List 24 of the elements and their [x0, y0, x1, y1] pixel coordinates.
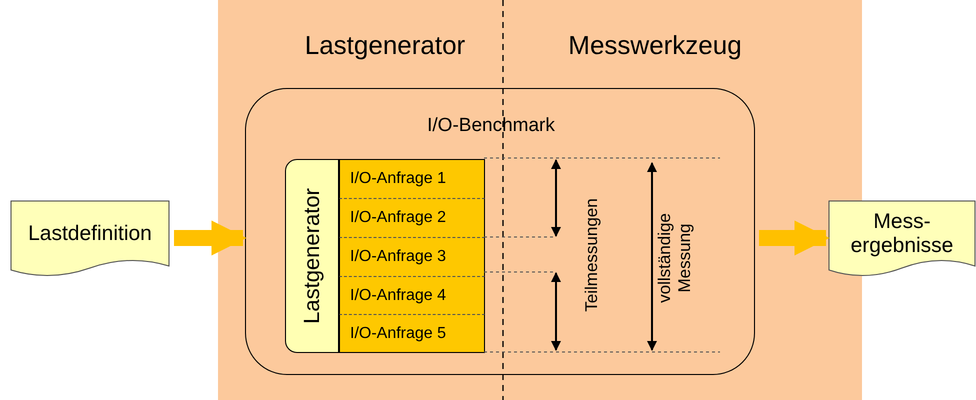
measurement-label: vollständige Messung [655, 212, 695, 305]
arrow [174, 220, 247, 256]
request-box [339, 314, 485, 353]
generator-box [285, 159, 339, 353]
band-heading: Lastgenerator [304, 30, 466, 61]
document-label: Lastdefinition [28, 222, 152, 246]
request-label: I/O-Anfrage 3 [350, 248, 446, 266]
request-label: I/O-Anfrage 2 [350, 209, 446, 227]
request-box [339, 198, 485, 237]
generator-label: Lastgenerator [299, 188, 325, 324]
benchmark-box [245, 88, 755, 375]
document-shape [10, 200, 170, 278]
request-box [339, 159, 485, 198]
box-heading: I/O-Benchmark [426, 115, 556, 137]
document-label: Mess- ergebnisse [850, 210, 954, 258]
request-label: I/O-Anfrage 1 [350, 170, 446, 188]
document-shape [828, 200, 976, 278]
request-box [339, 237, 485, 276]
band-heading: Messwerkzeug [567, 30, 743, 61]
request-box [339, 276, 485, 314]
arrow [759, 220, 830, 256]
measurement-label: Teilmessungen [582, 198, 602, 312]
request-label: I/O-Anfrage 5 [350, 324, 446, 342]
request-label: I/O-Anfrage 4 [350, 286, 446, 304]
